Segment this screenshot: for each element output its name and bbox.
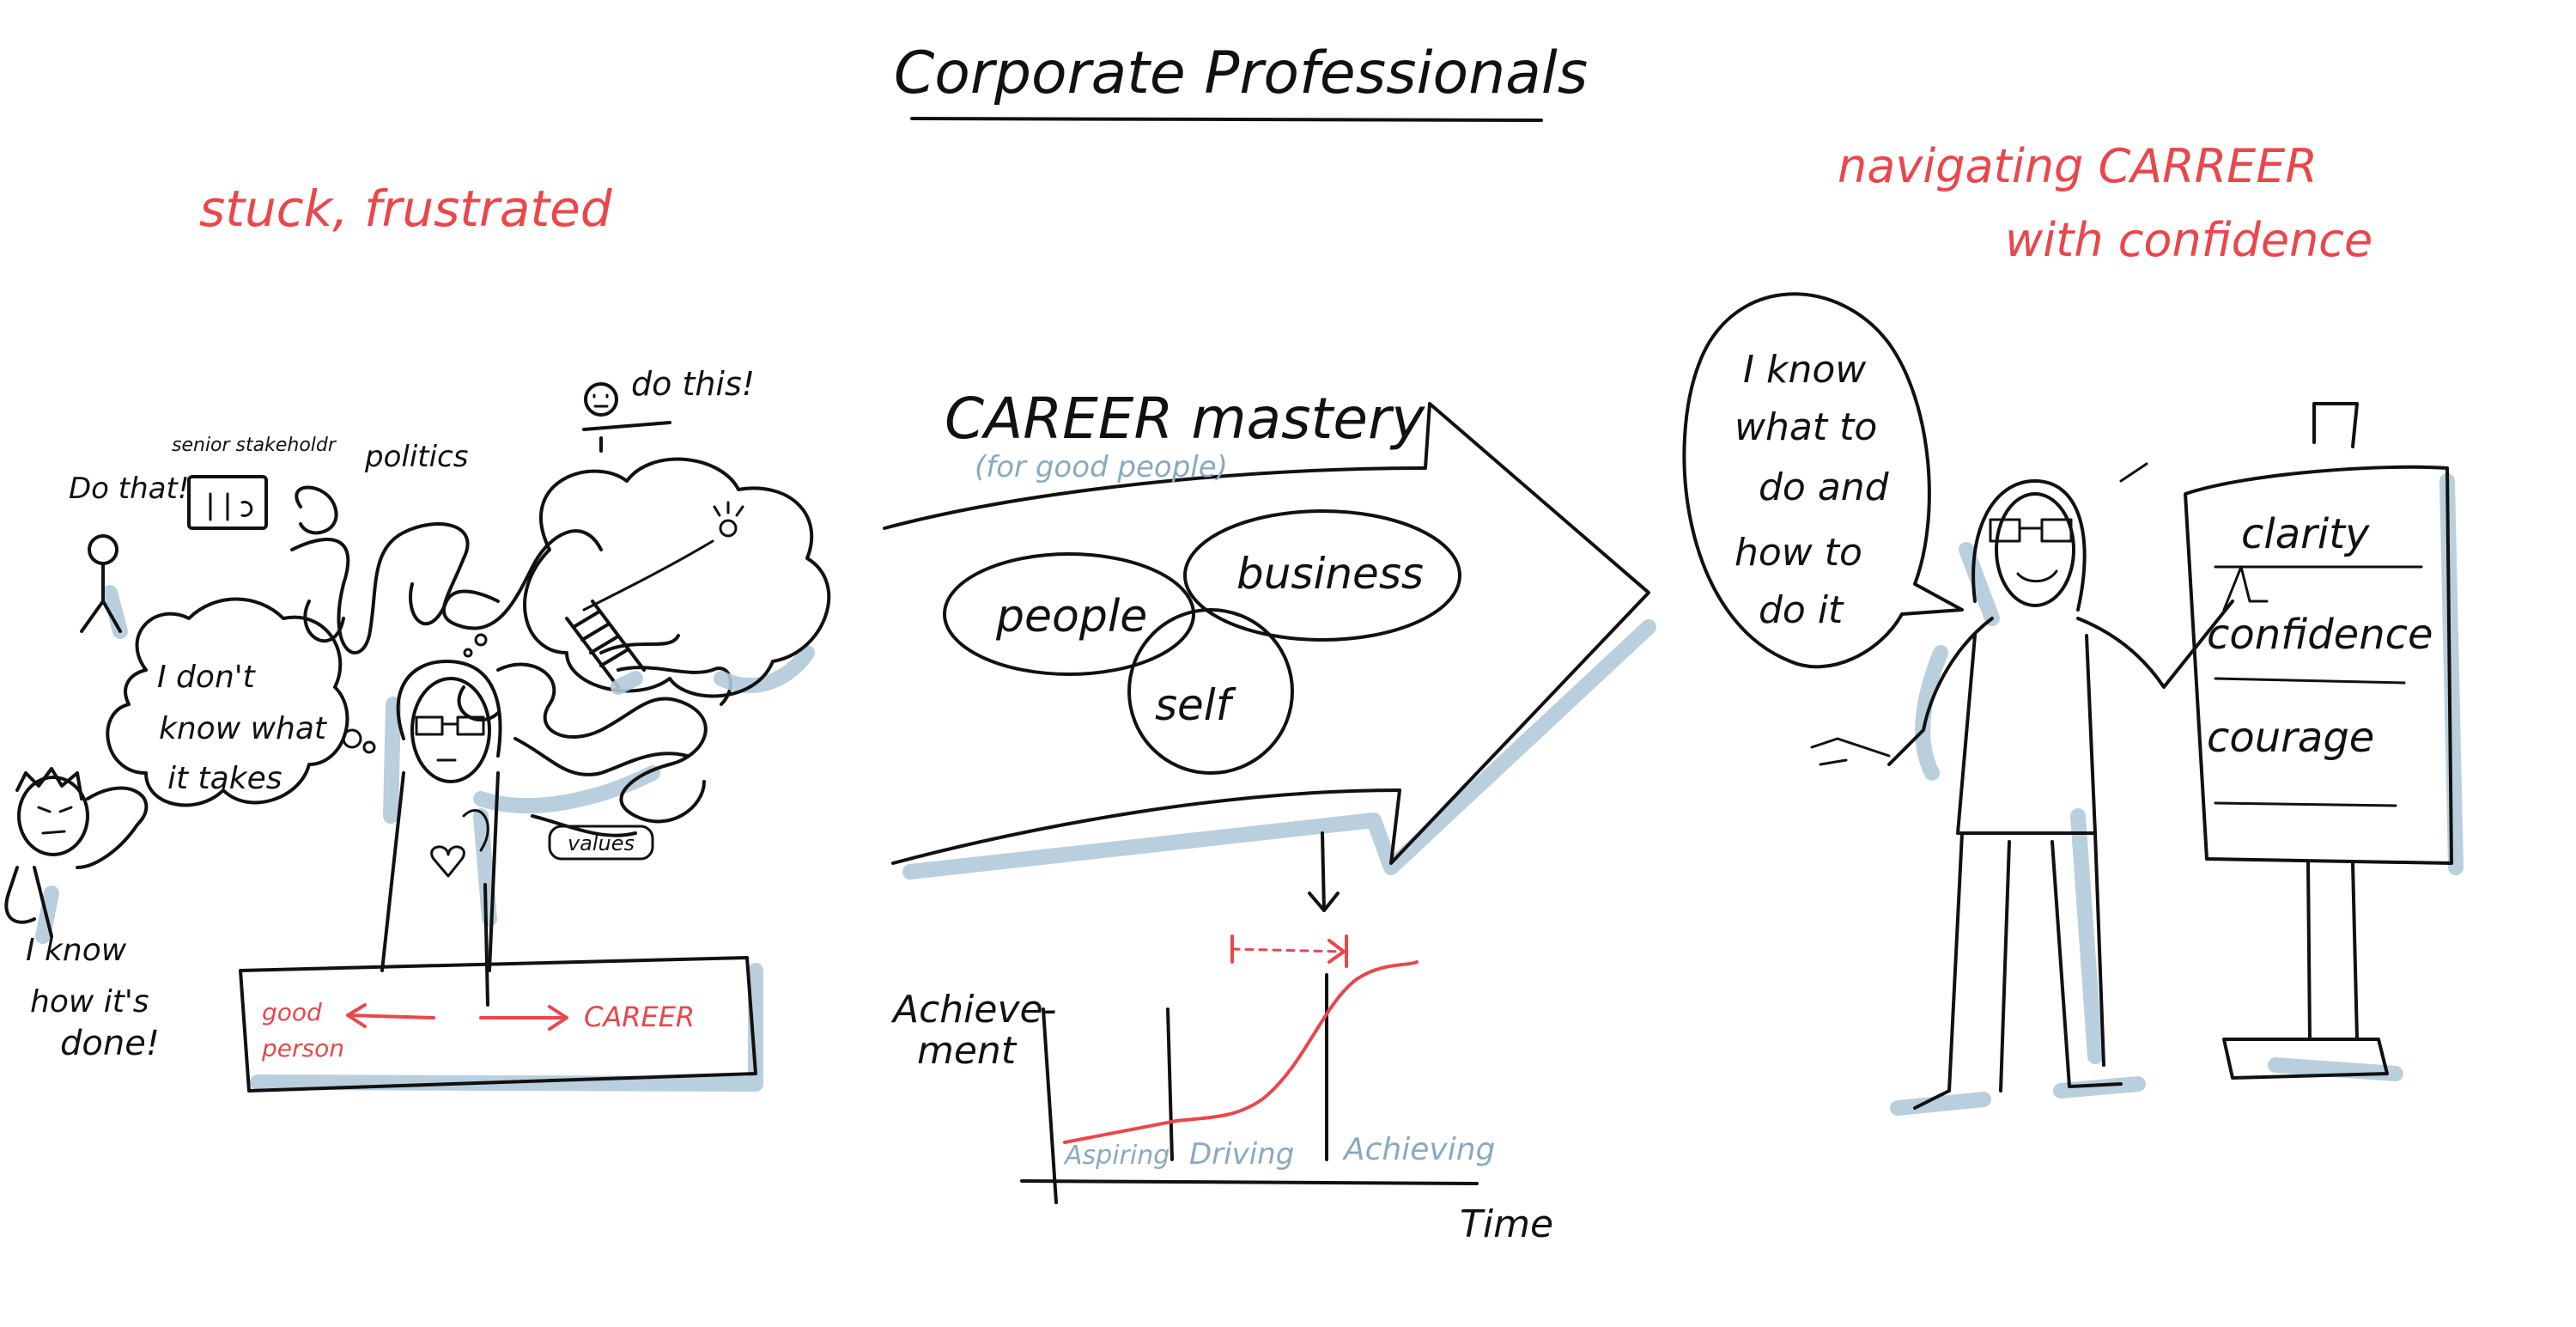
board-item-courage: courage bbox=[2207, 714, 2374, 762]
page-title: Corporate Professionals bbox=[894, 40, 1588, 107]
venn-circle-self bbox=[1127, 608, 1294, 775]
frustrated-person-icon bbox=[4, 767, 149, 944]
achievement-chart: Achieve- ment Aspiring Driving Achieving… bbox=[890, 934, 1553, 1246]
speech-line-2: what to bbox=[1735, 405, 1877, 449]
right-caption-line-1: navigating CARREER bbox=[1838, 139, 2318, 193]
maze-icon bbox=[290, 485, 732, 837]
thought-line-2: know what bbox=[159, 711, 328, 746]
ladder-icon bbox=[565, 600, 646, 689]
stakeholders-box-icon bbox=[187, 475, 268, 530]
mastery-arrow-icon bbox=[883, 402, 1656, 880]
venn-label-people: people bbox=[995, 591, 1147, 642]
venn-label-self: self bbox=[1155, 680, 1236, 730]
thought-line-3: it takes bbox=[167, 761, 283, 796]
phase-divider-1 bbox=[1166, 1007, 1174, 1161]
venn-diagram: people business self bbox=[943, 509, 1461, 775]
good-person-line-2: person bbox=[261, 1034, 344, 1062]
values-label: values bbox=[568, 831, 635, 855]
y-axis bbox=[1042, 1007, 1058, 1204]
phase-label-driving: Driving bbox=[1189, 1137, 1294, 1172]
speech-line-3: do and bbox=[1759, 466, 1890, 509]
down-arrow-icon bbox=[1308, 831, 1340, 912]
arrow-subtitle: (for good people) bbox=[975, 450, 1228, 484]
board-item-confidence: confidence bbox=[2207, 611, 2433, 659]
career-label: CAREER bbox=[584, 1001, 695, 1033]
venn-circle-people bbox=[943, 552, 1195, 676]
speech-line-4: how to bbox=[1735, 531, 1862, 575]
flipchart-icon bbox=[2119, 402, 2464, 1081]
venn-label-business: business bbox=[1236, 549, 1424, 599]
do-this-label: do this! bbox=[631, 365, 755, 403]
phase-label-aspiring: Aspiring bbox=[1063, 1141, 1170, 1171]
know-line-3: done! bbox=[60, 1024, 160, 1063]
y-axis-label-line-1: Achieve- bbox=[890, 988, 1056, 1032]
x-axis-label: Time bbox=[1460, 1202, 1553, 1246]
good-person-line-1: good bbox=[262, 998, 322, 1026]
dream-cloud-icon bbox=[523, 457, 831, 698]
dilemma-board: good person CAREER bbox=[239, 883, 763, 1093]
title-underline bbox=[910, 117, 1543, 122]
x-axis bbox=[1020, 1179, 1479, 1185]
thought-line-1: I don't bbox=[157, 660, 257, 695]
confident-person-icon bbox=[1810, 479, 2269, 1116]
know-line-1: I know bbox=[26, 933, 127, 968]
senior-stakeholders-label: senior stakeholdr bbox=[172, 435, 337, 456]
phase-label-achieving: Achieving bbox=[1342, 1132, 1495, 1167]
right-section: navigating CARREER with confidence I kno… bbox=[1682, 139, 2464, 1116]
shouting-head-icon bbox=[582, 382, 671, 453]
arrow-title: CAREER mastery bbox=[945, 386, 1425, 452]
left-section: stuck, frustrated Do that! senior stakeh… bbox=[4, 180, 831, 1093]
values-tag: values bbox=[548, 825, 654, 861]
achievement-curve bbox=[1063, 960, 1419, 1144]
boss-stick-figure-icon bbox=[80, 534, 128, 639]
speech-bubble: I know what to do and how to do it bbox=[1682, 292, 1964, 669]
middle-section: CAREER mastery (for good people) people … bbox=[883, 386, 1656, 1246]
speech-line-5: do it bbox=[1759, 588, 1844, 632]
left-caption: stuck, frustrated bbox=[199, 180, 613, 238]
speech-line-1: I know bbox=[1743, 348, 1867, 392]
thinking-person-icon bbox=[380, 660, 502, 972]
board-item-clarity: clarity bbox=[2241, 510, 2370, 558]
y-axis-label-line-2: ment bbox=[917, 1029, 1018, 1073]
know-line-2: how it's bbox=[30, 984, 149, 1020]
title-group: Corporate Professionals bbox=[894, 40, 1588, 122]
shift-arrow bbox=[1230, 947, 1346, 953]
venn-circle-business bbox=[1183, 509, 1461, 642]
politics-label: politics bbox=[364, 440, 468, 474]
right-caption-line-2: with confidence bbox=[2005, 213, 2372, 267]
do-that-label: Do that! bbox=[69, 472, 189, 506]
thought-bubble: I don't know what it takes bbox=[106, 597, 376, 807]
